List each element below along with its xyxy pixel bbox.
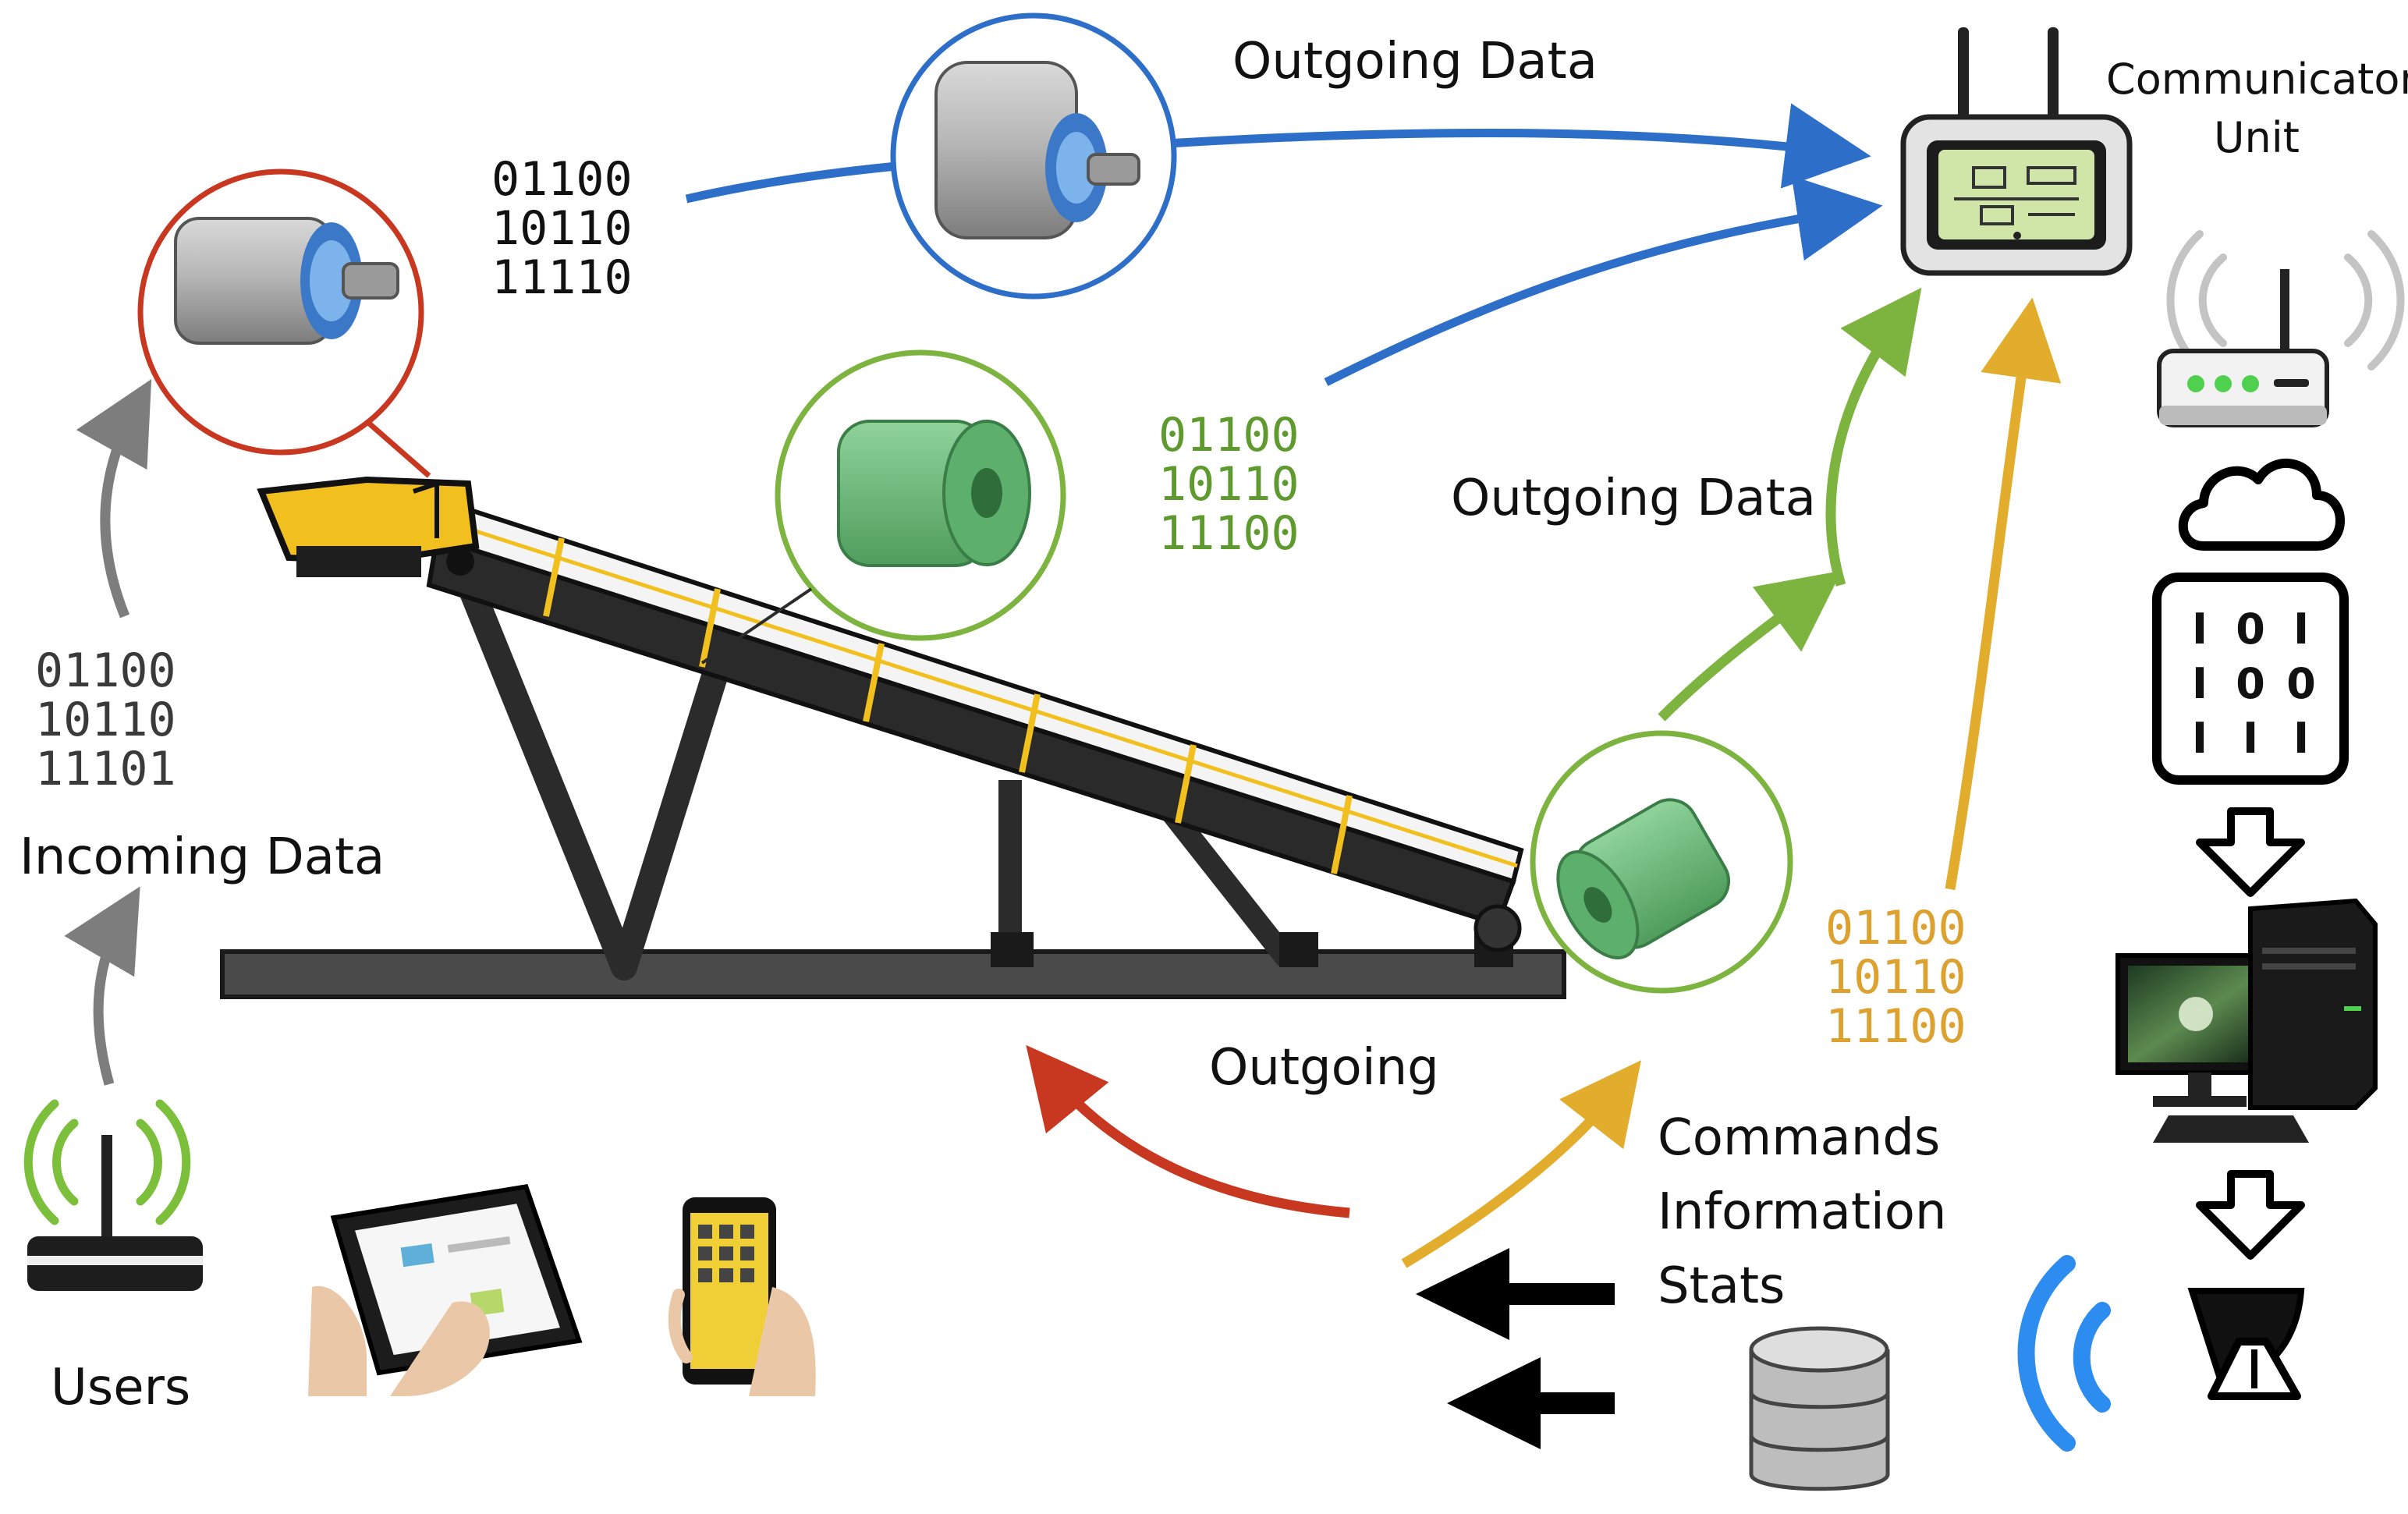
conveyor-icon <box>220 476 1566 999</box>
binary-line: 11100 <box>1158 506 1300 561</box>
down-arrow-icon <box>2196 807 2305 897</box>
wifi-icon <box>2166 230 2405 371</box>
binary-line: 01100 <box>35 644 176 698</box>
roller-icon <box>174 217 399 345</box>
conveyor-base-rail <box>220 949 1566 999</box>
server-icon: I 0 I I 0 0 I I I <box>2152 573 2349 785</box>
down-arrow-icon <box>2196 1170 2305 1260</box>
computer-icon <box>2115 898 2378 1143</box>
cloud-icon <box>2178 458 2345 551</box>
roller-callout-green-upper <box>700 349 1066 665</box>
satellite-dish-icon <box>2187 1288 2305 1400</box>
binary-line: 01100 <box>491 152 633 207</box>
binary-block-right-yellow: 01100 10110 11100 <box>1825 901 1966 1054</box>
server-digit: I <box>2293 605 2309 654</box>
wifi-icon <box>23 1099 191 1225</box>
binary-line: 11101 <box>35 742 176 796</box>
server-digit: 0 <box>2236 659 2265 708</box>
binary-line: 11110 <box>491 250 633 305</box>
right-column-pipeline: I 0 I I 0 0 I I I <box>2017 230 2405 1452</box>
binary-line: 10110 <box>1825 950 1966 1005</box>
binary-line: 10110 <box>1158 457 1300 512</box>
binary-block-top-left: 01100 10110 11110 <box>491 152 633 305</box>
binary-line: 10110 <box>35 693 176 747</box>
roller-callout-red <box>137 168 431 478</box>
users-router <box>23 1099 203 1291</box>
tablet-icon <box>308 1184 583 1396</box>
router-icon <box>2157 269 2329 427</box>
blue-arrow-top <box>685 103 1871 204</box>
text-labels: Outgoing Data Outgoing Data Outgoing Inc… <box>20 33 2408 1416</box>
binary-block-left: 01100 10110 11101 <box>35 644 176 796</box>
commands-label: Commands <box>1658 1109 1940 1167</box>
communication-unit-label: Unit <box>2214 113 2300 162</box>
outgoing-data-top-label: Outgoing Data <box>1232 33 1598 90</box>
arrows <box>64 103 2062 1449</box>
server-digit: I <box>2243 714 2258 763</box>
smartphone-icon <box>668 1197 816 1396</box>
binary-line: 01100 <box>1158 408 1300 463</box>
green-arrow-lower <box>1658 570 1842 722</box>
blue-arrow-mid <box>1324 176 1883 386</box>
incoming-data-label: Incoming Data <box>20 828 385 886</box>
roller-callout-blue <box>890 12 1177 300</box>
server-digit: I <box>2192 605 2208 654</box>
outgoing-data-mid-label: Outgoing Data <box>1451 470 1816 527</box>
red-arrow <box>1026 1044 1350 1218</box>
router-icon <box>27 1135 203 1291</box>
yellow-arrow-bottom <box>1401 1060 1641 1268</box>
server-digit: I <box>2192 659 2208 708</box>
users-label: Users <box>51 1359 190 1416</box>
wifi-icon <box>2017 1255 2111 1452</box>
outgoing-bottom-label: Outgoing <box>1209 1039 1439 1097</box>
server-digit: 0 <box>2236 605 2265 654</box>
binary-block-middle-green: 01100 10110 11100 <box>1158 408 1300 561</box>
binary-line: 01100 <box>1825 901 1966 956</box>
black-arrow-upper <box>1416 1248 1615 1340</box>
gray-arrow-upper <box>76 379 152 619</box>
information-label: Information <box>1658 1183 1946 1241</box>
communication-unit <box>1900 27 2133 276</box>
stats-label: Stats <box>1658 1257 1785 1315</box>
binary-line: 10110 <box>491 201 633 256</box>
roller-callout-green-lower <box>1530 730 1793 994</box>
server-digit: I <box>2293 714 2309 763</box>
green-arrow-upper <box>1825 287 1922 587</box>
server-digit: 0 <box>2286 659 2316 708</box>
gray-arrow-lower <box>64 886 140 1086</box>
black-arrow-lower <box>1447 1357 1615 1449</box>
roller-icon <box>837 420 1031 567</box>
binary-line: 11100 <box>1825 999 1966 1054</box>
roller-icon <box>934 61 1140 239</box>
communication-unit-label: Communicaton <box>2106 55 2408 104</box>
roller-icon <box>1556 798 1730 959</box>
server-digit: I <box>2192 714 2208 763</box>
database-icon <box>1749 1326 1890 1491</box>
yellow-arrow-long <box>1945 297 2062 891</box>
